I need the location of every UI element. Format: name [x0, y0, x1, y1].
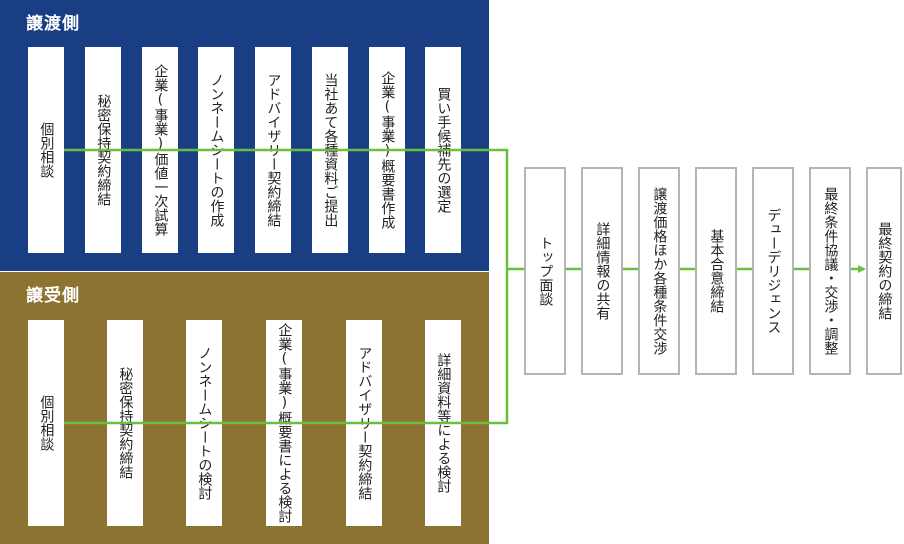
- joint-step-2-label: 詳細情報の共有: [594, 222, 611, 320]
- buyer-panel-title: 譲受側: [26, 286, 80, 306]
- seller-step-5-label: アドバイザリー契約締結: [265, 73, 282, 227]
- joint-step-3: 譲渡価格ほか各種条件交渉: [638, 167, 680, 375]
- seller-step-7-label: 企業(事業)概要書作成: [379, 71, 396, 229]
- seller-step-4-label: ノンネームシートの作成: [208, 73, 225, 227]
- joint-step-7: 最終契約の締結: [866, 167, 902, 375]
- joint-step-1-label: トップ面談: [537, 236, 554, 306]
- buyer-step-1: 個別相談: [28, 320, 64, 526]
- seller-step-2: 秘密保持契約締結: [85, 47, 121, 253]
- buyer-step-6-label: 詳細資料等による検討: [435, 353, 452, 493]
- buyer-step-3: ノンネームシートの検討: [186, 320, 222, 526]
- joint-step-2: 詳細情報の共有: [581, 167, 623, 375]
- joint-step-7-label: 最終契約の締結: [876, 222, 893, 320]
- merge-bracket: [489, 148, 509, 425]
- buyer-step-4-label: 企業(事業)概要書による検討: [276, 323, 293, 523]
- buyer-step-6: 詳細資料等による検討: [425, 320, 461, 526]
- buyer-step-5-label: アドバイザリー契約締結: [356, 346, 373, 500]
- seller-step-1: 個別相談: [28, 47, 64, 253]
- buyer-panel: 譲受側 個別相談 秘密保持契約締結 ノンネームシートの検討 企業(事業)概要書に…: [0, 272, 489, 544]
- seller-step-6: 当社あて各種資料ご提出: [312, 47, 348, 253]
- seller-step-4: ノンネームシートの作成: [198, 47, 234, 253]
- joint-step-3-label: 譲渡価格ほか各種条件交渉: [651, 187, 668, 355]
- seller-step-3: 企業(事業)価値一次試算: [142, 47, 178, 253]
- seller-step-2-label: 秘密保持契約締結: [95, 94, 112, 206]
- joint-step-6: 最終条件協議・交渉・調整: [809, 167, 851, 375]
- seller-panel: 譲渡側 個別相談 秘密保持契約締結 企業(事業)価値一次試算 ノンネームシートの…: [0, 0, 489, 271]
- joint-step-5: デューデリジェンス: [752, 167, 794, 375]
- buyer-step-2: 秘密保持契約締結: [107, 320, 143, 526]
- seller-step-8: 買い手候補先の選定: [425, 47, 461, 253]
- seller-step-6-label: 当社あて各種資料ご提出: [322, 73, 339, 227]
- seller-step-8-label: 買い手候補先の選定: [435, 87, 452, 213]
- buyer-step-5: アドバイザリー契約締結: [346, 320, 382, 526]
- joint-step-1: トップ面談: [524, 167, 566, 375]
- joint-step-4: 基本合意締結: [695, 167, 737, 375]
- seller-step-7: 企業(事業)概要書作成: [369, 47, 405, 253]
- buyer-step-3-label: ノンネームシートの検討: [196, 346, 213, 500]
- seller-panel-title: 譲渡側: [26, 14, 80, 34]
- buyer-step-2-label: 秘密保持契約締結: [117, 367, 134, 479]
- joint-step-6-label: 最終条件協議・交渉・調整: [822, 187, 839, 355]
- buyer-step-1-label: 個別相談: [38, 395, 55, 451]
- joint-step-5-label: デューデリジェンス: [765, 208, 782, 334]
- seller-step-5: アドバイザリー契約締結: [255, 47, 291, 253]
- buyer-step-4: 企業(事業)概要書による検討: [266, 320, 302, 526]
- seller-step-3-label: 企業(事業)価値一次試算: [152, 64, 169, 236]
- seller-step-1-label: 個別相談: [38, 122, 55, 178]
- joint-step-4-label: 基本合意締結: [708, 229, 725, 313]
